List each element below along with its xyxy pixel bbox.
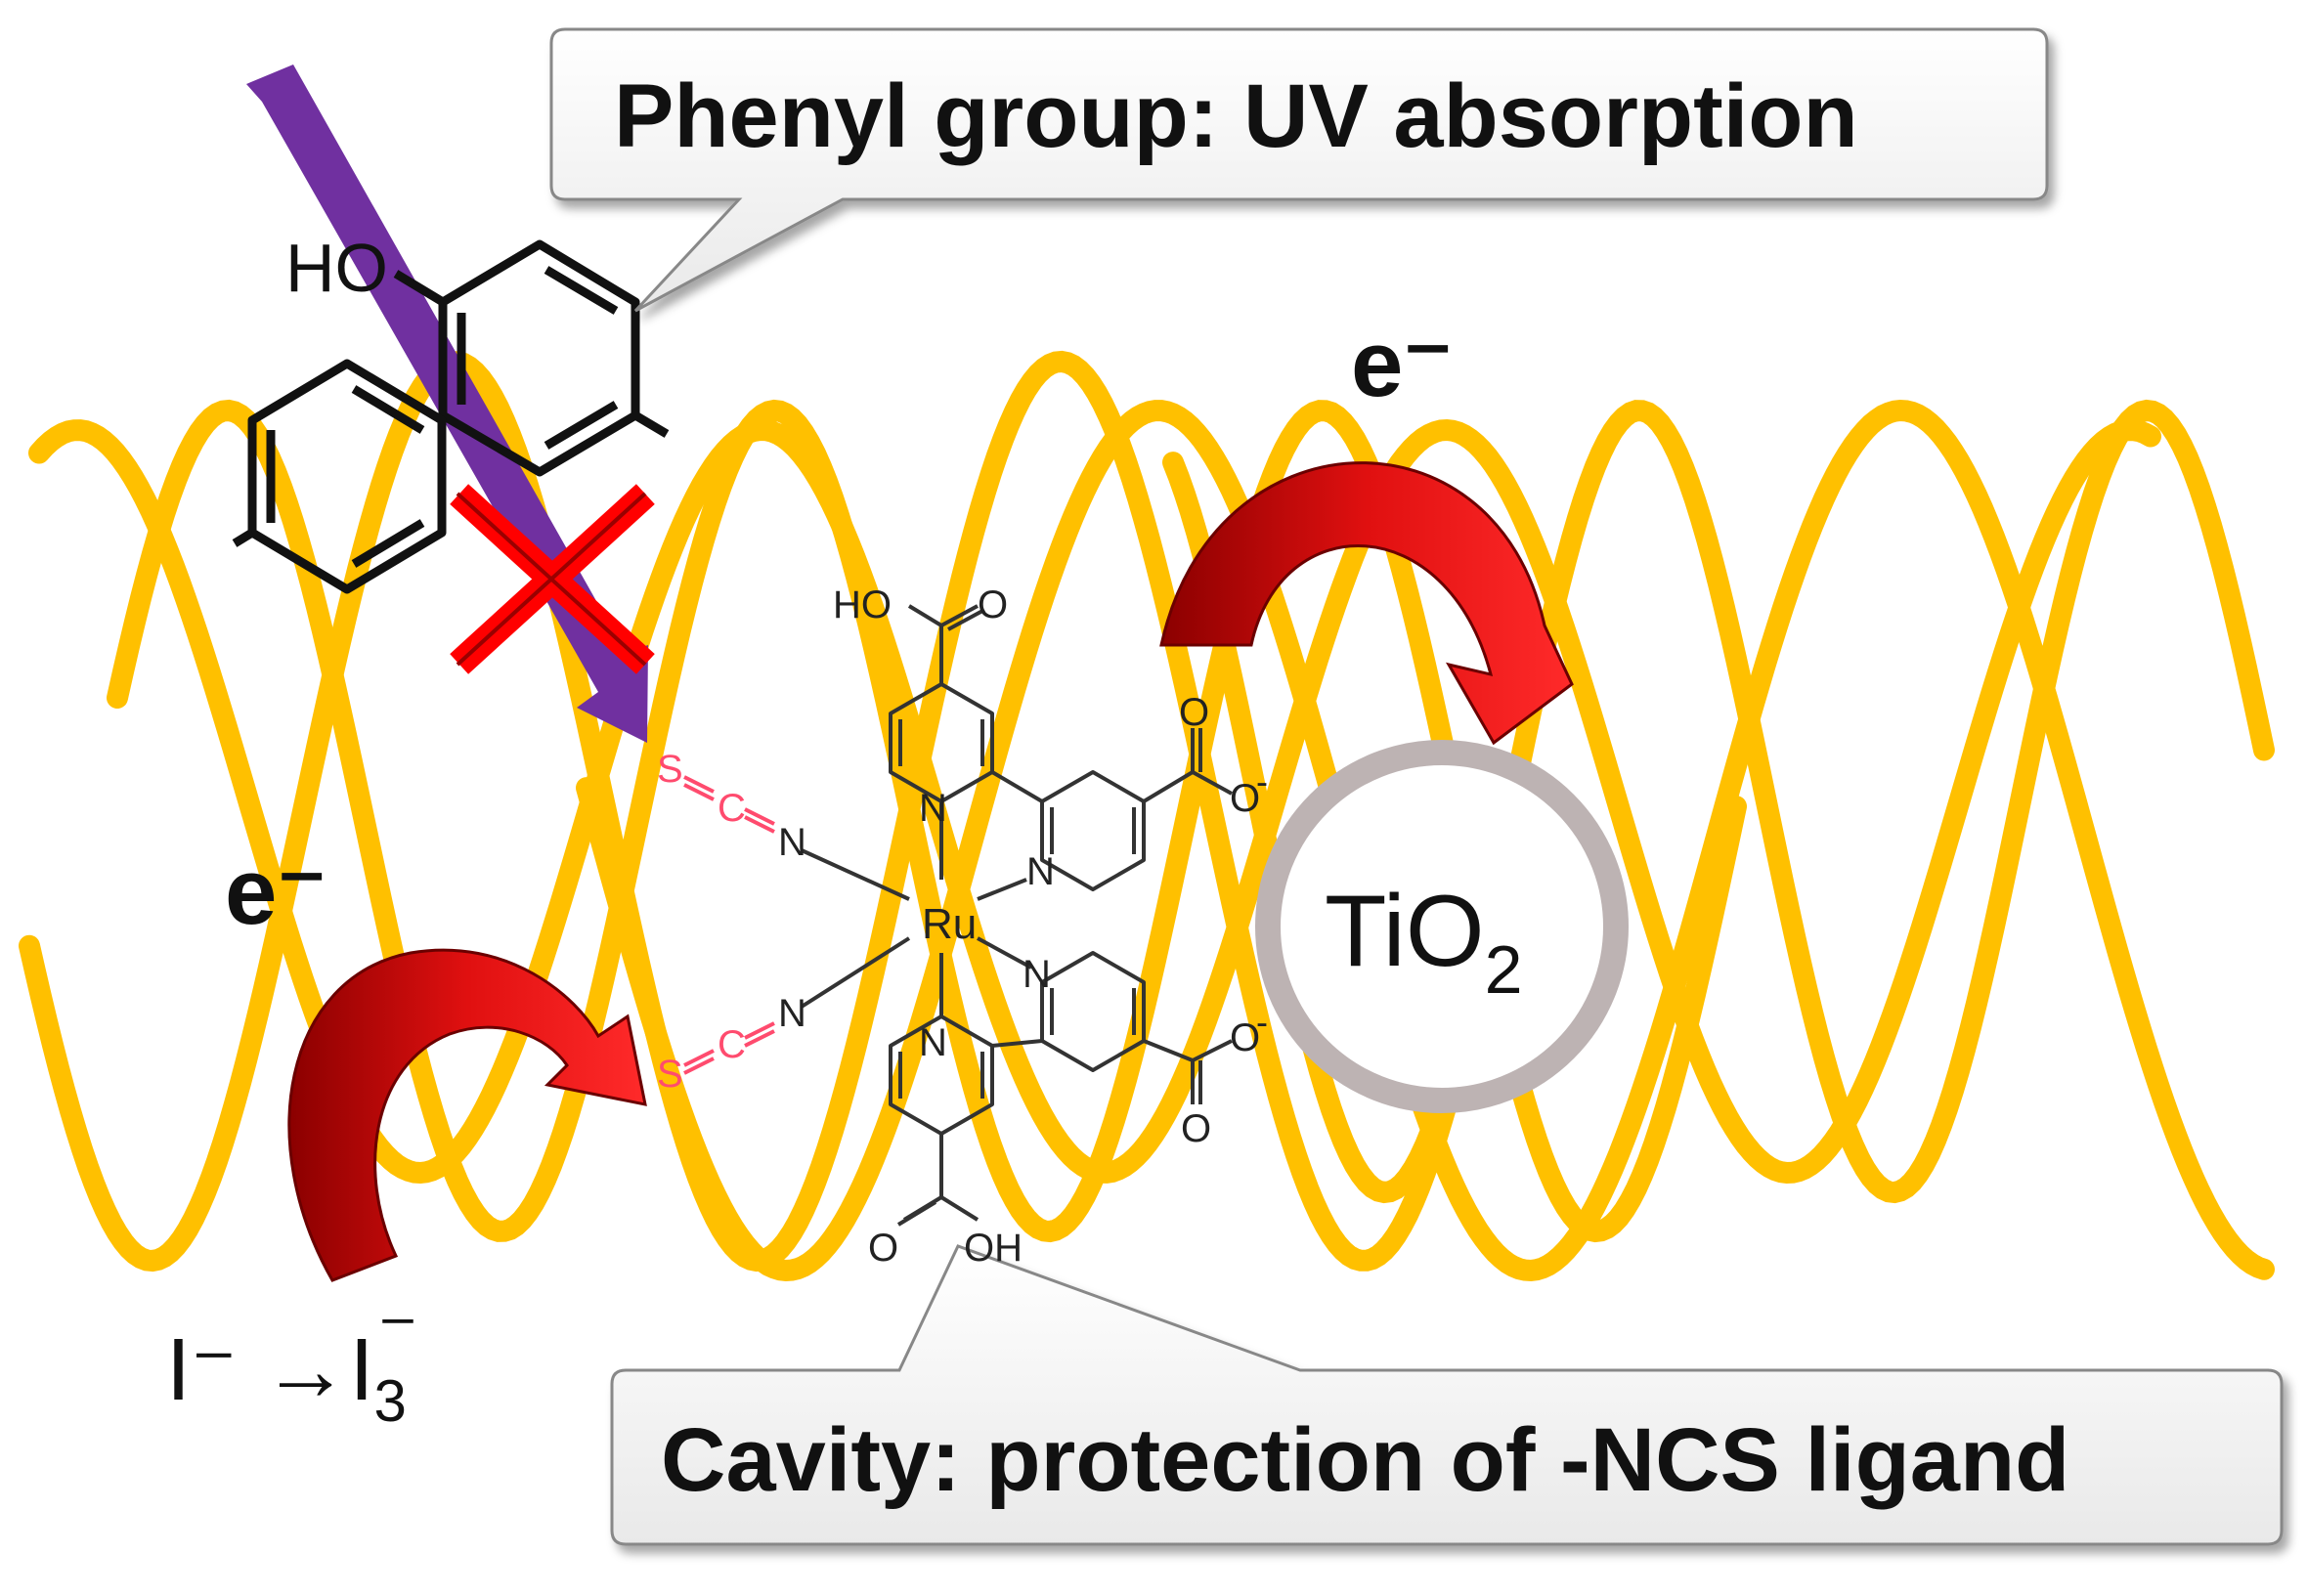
tio2-label: TiO2 [1325,875,1523,1008]
sulfur-bottom-label: S [657,1053,683,1096]
iodide-reaction-label: I⁻ →I3⁻ [166,1290,418,1434]
sulfur-top-label: S [657,748,683,791]
oxygen-right-anion-label-2: O [1230,1016,1260,1059]
electron-transfer-left-icon [287,948,647,1282]
carboxyl-bottom-label: OH [964,1227,1023,1270]
electron-left-label: e⁻ [225,840,326,944]
nitrogen-label-2: N [1026,850,1055,893]
anion-charge-1: - [1256,761,1268,801]
nitrogen-ncs-top-label: N [778,821,806,864]
phenyl-callout [549,27,2049,313]
nitrogen-label-3: N [1023,953,1051,996]
oxygen-bottom-label: O [868,1227,898,1270]
helix-strand-4 [576,399,2275,1282]
cavity-callout-text: Cavity: protection of -NCS ligand [661,1410,2069,1510]
helix-strand-5 [1162,399,2275,1204]
cavity-callout [610,1244,2284,1546]
electron-transfer-top-icon [1159,461,1574,746]
carbon-bottom-label: C [718,1023,746,1066]
ru-dye-molecule [800,604,1233,1227]
nitrogen-label-1: N [919,787,947,830]
helix-strand-3 [28,418,2161,1185]
carbon-top-label: C [718,787,746,830]
phenyl-callout-text: Phenyl group: UV absorption [614,66,1858,166]
electron-top-label: e⁻ [1351,312,1453,416]
oxygen-right-top-label: O [1179,691,1209,734]
carboxyl-top-label: HO [833,583,892,626]
oxygen-right-anion-label: O [1230,777,1260,820]
hydroxyl-label: HO [285,230,388,306]
nitrogen-ncs-bottom-label: N [778,992,806,1035]
anion-charge-2: - [1256,1002,1268,1042]
nitrogen-label-4: N [919,1021,947,1064]
tio2-particle [1255,740,1629,1113]
phenyl-rings [232,239,670,594]
oxygen-top-label: O [978,583,1008,626]
oxygen-right-bottom-label: O [1181,1107,1211,1150]
metal-label: Ru [922,900,977,948]
